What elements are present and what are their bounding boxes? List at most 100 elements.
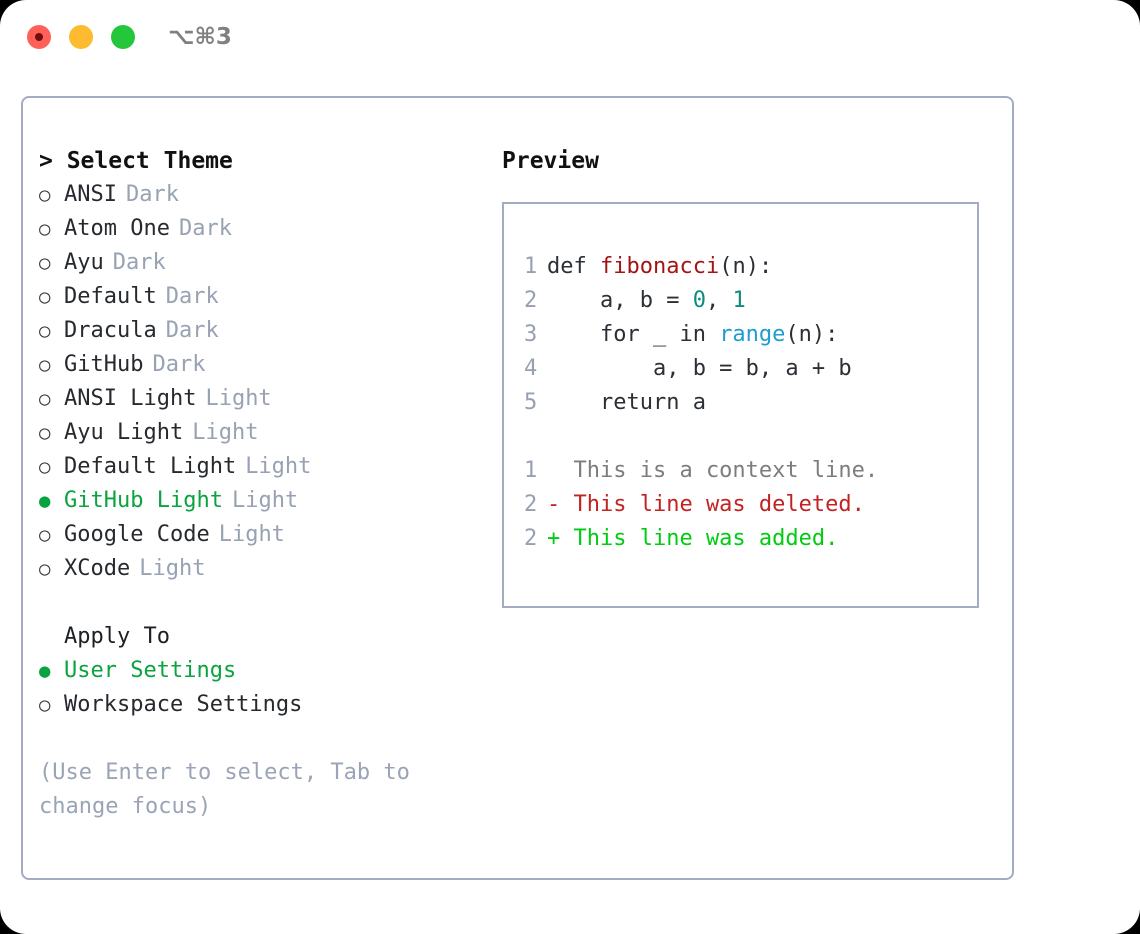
theme-option-label: ANSI Light bbox=[64, 386, 197, 411]
apply-to-list[interactable]: ●User Settings ○ Workspace Settings bbox=[39, 654, 469, 722]
apply-to-section: Apply To ●User Settings ○ Workspace Settin… bbox=[39, 620, 469, 722]
diff-line-ctx: 1 This is a context line. bbox=[524, 454, 971, 488]
keyboard-shortcut-label: ⌥⌘3 bbox=[168, 24, 232, 50]
diff-line-text: + This line was added. bbox=[547, 526, 839, 551]
code-token-plain: return a bbox=[547, 390, 706, 415]
theme-option-label: GitHub bbox=[64, 352, 144, 377]
theme-option-badge: Light bbox=[218, 522, 285, 547]
radio-unselected-icon: ○ bbox=[39, 558, 51, 580]
theme-option-badge: Dark bbox=[165, 284, 219, 309]
theme-option-label: XCode bbox=[64, 556, 131, 581]
window-controls bbox=[27, 25, 135, 49]
theme-option-badge: Light bbox=[245, 454, 312, 479]
radio-unselected-icon: ○ bbox=[39, 388, 51, 410]
radio-unselected-icon: ○ bbox=[39, 184, 51, 206]
theme-option-badge: Light bbox=[192, 420, 259, 445]
theme-option-badge: Dark bbox=[178, 216, 232, 241]
theme-option-label: Google Code bbox=[64, 522, 210, 547]
code-line-number: 2 bbox=[524, 288, 538, 313]
theme-option-badge: Light bbox=[139, 556, 206, 581]
title-bar: ⌥⌘3 bbox=[0, 0, 1140, 78]
theme-option-dracula[interactable]: ○ Dracula Dark bbox=[39, 314, 469, 348]
radio-unselected-icon: ○ bbox=[39, 286, 51, 308]
diff-line-number: 2 bbox=[524, 526, 538, 551]
theme-option-badge: Dark bbox=[152, 352, 206, 377]
code-line-text: def fibonacci(n): bbox=[547, 250, 772, 284]
minimize-button[interactable] bbox=[69, 25, 93, 49]
theme-option-badge: Light bbox=[205, 386, 272, 411]
theme-option-label: Default bbox=[64, 284, 157, 309]
theme-option-google-code[interactable]: ○ Google Code Light bbox=[39, 518, 469, 552]
theme-option-default-light[interactable]: ○ Default Light Light bbox=[39, 450, 469, 484]
theme-option-label: Ayu Light bbox=[64, 420, 184, 445]
diff-line-text: This is a context line. bbox=[547, 458, 879, 483]
radio-unselected-icon: ○ bbox=[39, 694, 51, 716]
theme-option-badge: Light bbox=[231, 488, 299, 513]
code-line-text: a, b = b, a + b bbox=[547, 352, 852, 386]
diff-line-text: - This line was deleted. bbox=[547, 492, 865, 517]
radio-selected-icon: ● bbox=[39, 660, 51, 682]
apply-to-option-user-settings[interactable]: ●User Settings bbox=[39, 654, 469, 688]
close-button[interactable] bbox=[27, 25, 51, 49]
theme-option-badge: Dark bbox=[112, 250, 166, 275]
theme-option-xcode[interactable]: ○ XCode Light bbox=[39, 552, 469, 586]
code-line-text: for _ in range(n): bbox=[547, 318, 838, 352]
diff-line-number: 2 bbox=[524, 492, 538, 517]
radio-unselected-icon: ○ bbox=[39, 456, 51, 478]
help-hint-text: (Use Enter to select, Tab to change focu… bbox=[39, 760, 410, 819]
theme-option-badge: Dark bbox=[125, 182, 179, 207]
apply-to-option-workspace-settings[interactable]: ○ Workspace Settings bbox=[39, 688, 469, 722]
theme-option-ayu[interactable]: ○ Ayu Dark bbox=[39, 246, 469, 280]
theme-option-default[interactable]: ○ Default Dark bbox=[39, 280, 469, 314]
theme-option-label: Dracula bbox=[64, 318, 157, 343]
code-token-num: 1 bbox=[732, 288, 746, 313]
code-token-num: 0 bbox=[692, 288, 706, 313]
theme-option-label: Atom One bbox=[64, 216, 170, 241]
theme-option-ayu-light[interactable]: ○ Ayu Light Light bbox=[39, 416, 469, 450]
code-line: 3 for _ in range(n): bbox=[524, 318, 971, 352]
code-line-number: 5 bbox=[524, 390, 538, 415]
code-line-text: a, b = 0, 1 bbox=[547, 284, 746, 318]
code-line-text: return a bbox=[547, 386, 706, 420]
theme-option-label: Default Light bbox=[64, 454, 237, 479]
theme-option-badge: Dark bbox=[165, 318, 219, 343]
radio-unselected-icon: ○ bbox=[39, 218, 51, 240]
select-theme-header: > Select Theme bbox=[39, 148, 233, 174]
radio-unselected-icon: ○ bbox=[39, 524, 51, 546]
code-line: 5 return a bbox=[524, 386, 971, 420]
theme-option-ansi[interactable]: ○ ANSI Dark bbox=[39, 178, 469, 212]
code-token-plain: for _ in bbox=[547, 322, 720, 347]
theme-option-ansi-light[interactable]: ○ ANSI Light Light bbox=[39, 382, 469, 416]
theme-option-label: Ayu bbox=[64, 250, 104, 275]
code-token-plain: , bbox=[705, 288, 733, 313]
apply-to-option-label: Workspace Settings bbox=[64, 692, 303, 717]
radio-unselected-icon: ○ bbox=[39, 320, 51, 342]
radio-unselected-icon: ○ bbox=[39, 422, 51, 444]
radio-unselected-icon: ○ bbox=[39, 252, 51, 274]
apply-to-title: Apply To bbox=[64, 624, 170, 649]
theme-option-github-light[interactable]: ● GitHub Light Light bbox=[39, 484, 469, 518]
theme-option-atom-one[interactable]: ○ Atom One Dark bbox=[39, 212, 469, 246]
code-token-plain: def bbox=[547, 254, 600, 279]
code-token-plain: (n): bbox=[785, 322, 839, 347]
radio-selected-icon: ● bbox=[39, 490, 51, 512]
code-token-call: range bbox=[719, 322, 786, 347]
close-icon bbox=[35, 33, 43, 41]
diff-line-del: 2 - This line was deleted. bbox=[524, 488, 971, 522]
code-token-plain: a, b = bbox=[547, 288, 693, 313]
theme-option-label: GitHub Light bbox=[64, 488, 223, 513]
maximize-button[interactable] bbox=[111, 25, 135, 49]
diff-line-number: 1 bbox=[524, 458, 538, 483]
diff-line-add: 2 + This line was added. bbox=[524, 522, 971, 556]
theme-option-label: ANSI bbox=[64, 182, 117, 207]
